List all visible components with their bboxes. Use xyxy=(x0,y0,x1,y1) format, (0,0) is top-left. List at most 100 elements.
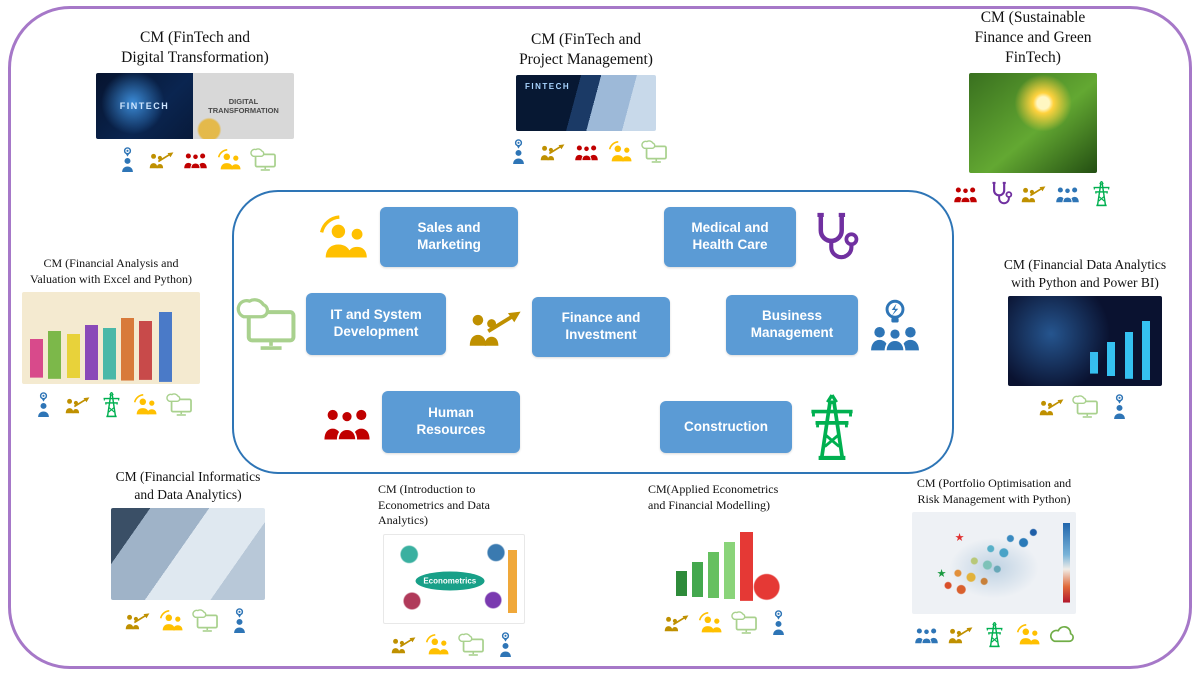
customers-icon xyxy=(607,138,634,165)
customers-icon xyxy=(158,607,185,634)
sector-icon-holder xyxy=(466,303,524,351)
sector-it-and-system-development: IT and System Development xyxy=(236,293,446,355)
cloud-computing-icon xyxy=(640,138,668,165)
sector-finance-and-investment: Finance and Investment xyxy=(466,297,670,357)
sector-box-business: Business Management xyxy=(726,295,858,355)
person-location-icon xyxy=(226,607,253,634)
image-caption: DIGITAL TRANSFORMATION xyxy=(208,97,279,116)
customers-icon xyxy=(216,146,243,173)
person-location-icon xyxy=(30,391,57,418)
customers-icon xyxy=(424,631,451,658)
module-portfolio-optimisation: CM (Portfolio Optimisation and Risk Mana… xyxy=(898,476,1090,648)
workforce-growth-icon xyxy=(124,607,151,634)
team-icon xyxy=(1054,180,1081,207)
customers-icon xyxy=(132,391,159,418)
module-title: CM (Financial Informatics and Data Analy… xyxy=(115,469,261,502)
transmission-tower-icon xyxy=(1088,180,1115,207)
workforce-growth-icon xyxy=(148,146,175,173)
human-resources-icon xyxy=(573,138,600,165)
workforce-growth-icon xyxy=(1038,393,1065,420)
module-icon-row xyxy=(124,607,253,634)
workforce-growth-icon xyxy=(466,303,524,351)
workforce-growth-icon xyxy=(947,621,974,648)
transmission-tower-icon xyxy=(800,392,864,462)
module-fintech-project-management: CM (FinTech and Project Management) FINT… xyxy=(498,30,674,165)
digital-transformation-image: DIGITAL TRANSFORMATION xyxy=(193,73,294,139)
module-financial-informatics: CM (Financial Informatics and Data Analy… xyxy=(92,468,284,634)
sector-label: Finance and Investment xyxy=(561,310,641,342)
team-icon xyxy=(913,621,940,648)
module-title: CM (Introduction to Econometrics and Dat… xyxy=(378,482,490,528)
sector-box-finance: Finance and Investment xyxy=(532,297,670,357)
transmission-tower-icon xyxy=(98,391,125,418)
cloud-computing-icon xyxy=(236,296,298,352)
cloud-computing-icon xyxy=(249,146,277,173)
sector-human-resources: Human Resources xyxy=(320,391,520,453)
module-image: FINTECH xyxy=(516,75,656,132)
stethoscope-icon xyxy=(804,209,860,265)
sector-label: Sales and Marketing xyxy=(417,220,481,252)
module-icon-row xyxy=(663,609,792,636)
person-location-icon xyxy=(492,631,519,658)
module-icon-row xyxy=(30,391,193,418)
sector-label: Human Resources xyxy=(416,405,486,437)
sector-icon-holder xyxy=(316,212,372,262)
person-location-icon xyxy=(505,138,532,165)
module-image xyxy=(22,292,200,385)
module-title: CM (Financial Analysis and Valuation wit… xyxy=(30,256,192,286)
module-intro-econometrics: CM (Introduction to Econometrics and Dat… xyxy=(378,482,530,658)
module-title: CM (Portfolio Optimisation and Risk Mana… xyxy=(916,476,1072,506)
module-title: CM(Applied Econometrics and Financial Mo… xyxy=(648,482,779,512)
module-sustainable-finance-green-fintech: CM (Sustainable Finance and Green FinTec… xyxy=(942,8,1124,207)
image-caption: FINTECH xyxy=(525,82,571,92)
sector-label: Business Management xyxy=(750,308,834,340)
module-image: Econometrics xyxy=(383,533,525,624)
module-financial-analysis-valuation: CM (Financial Analysis and Valuation wit… xyxy=(8,256,214,418)
sector-business-management: Business Management xyxy=(726,295,924,355)
fintech-image: FINTECH xyxy=(96,73,193,140)
cloud-computing-icon xyxy=(1071,393,1099,420)
workforce-growth-icon xyxy=(539,138,566,165)
sector-box-medical: Medical and Health Care xyxy=(664,207,796,267)
sector-icon-holder xyxy=(320,397,374,447)
module-icon-row xyxy=(913,621,1076,648)
module-icon-row xyxy=(505,138,668,165)
module-title: CM (Financial Data Analytics with Python… xyxy=(1003,257,1167,290)
module-icon-row xyxy=(952,180,1115,207)
module-image xyxy=(969,73,1097,174)
module-title: CM (FinTech and Digital Transformation) xyxy=(121,29,269,67)
econometrics-badge: Econometrics xyxy=(415,571,485,591)
sector-box-hr: Human Resources xyxy=(382,391,520,453)
stethoscope-icon xyxy=(986,180,1013,207)
sector-icon-holder xyxy=(236,296,298,352)
team-idea-icon xyxy=(866,297,924,353)
sector-box-construction: Construction xyxy=(660,401,792,453)
sector-icon-holder xyxy=(800,392,864,462)
module-image xyxy=(665,518,789,603)
module-image xyxy=(1008,296,1162,387)
module-fintech-digital-transformation: CM (FinTech and Digital Transformation) … xyxy=(82,28,308,173)
sector-construction: Construction xyxy=(660,392,864,462)
sector-box-sales: Sales and Marketing xyxy=(380,207,518,267)
cloud-computing-icon xyxy=(191,607,219,634)
diagram-outer-border xyxy=(8,6,1192,669)
workforce-growth-icon xyxy=(1020,180,1047,207)
person-location-icon xyxy=(114,146,141,173)
human-resources-icon xyxy=(182,146,209,173)
module-title: CM (Sustainable Finance and Green FinTec… xyxy=(974,9,1092,67)
sector-medical-and-health-care: Medical and Health Care xyxy=(664,207,860,267)
module-applied-econometrics: CM(Applied Econometrics and Financial Mo… xyxy=(648,482,806,636)
sector-label: Construction xyxy=(684,418,768,434)
cloud-computing-icon xyxy=(165,391,193,418)
workforce-growth-icon xyxy=(390,631,417,658)
cloud-icon xyxy=(1049,621,1076,648)
cloud-computing-icon xyxy=(730,609,758,636)
module-title: CM (FinTech and Project Management) xyxy=(519,31,653,69)
sector-label: Medical and Health Care xyxy=(691,220,769,252)
sector-sales-and-marketing: Sales and Marketing xyxy=(316,207,518,267)
customers-icon xyxy=(316,212,372,262)
human-resources-icon xyxy=(952,180,979,207)
workforce-growth-icon xyxy=(64,391,91,418)
person-location-icon xyxy=(765,609,792,636)
